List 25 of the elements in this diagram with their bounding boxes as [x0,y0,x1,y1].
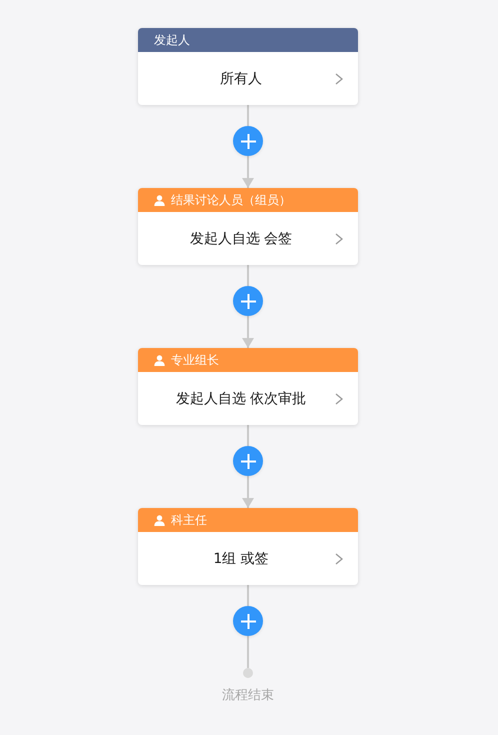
connector-line [247,585,249,606]
approver-setting-text: 1组 或签 [213,550,269,568]
connector-line [247,265,249,286]
connector-line [247,105,249,126]
flow-end-label: 流程结束 [222,688,274,704]
approval-card [138,508,358,585]
arrow [242,156,254,188]
approval-card [138,188,358,265]
approver-setting-text: 发起人自选 依次审批 [176,390,306,408]
card-title: 科主任 [171,512,207,528]
add-button [233,606,263,636]
connector-line [247,636,249,668]
arrow [242,316,254,348]
approver-setting-text: 发起人自选 会签 [190,230,292,248]
add-button [233,126,263,156]
approval-card [138,348,358,425]
card-title: 结果讨论人员（组员） [171,192,291,208]
card-title: 发起人 [154,32,190,48]
card-title: 专业组长 [171,352,219,368]
approver-setting-text: 所有人 [220,70,262,88]
arrow [242,476,254,508]
approval-card [138,28,358,105]
add-button [233,446,263,476]
add-button [233,286,263,316]
connector-line [247,425,249,446]
